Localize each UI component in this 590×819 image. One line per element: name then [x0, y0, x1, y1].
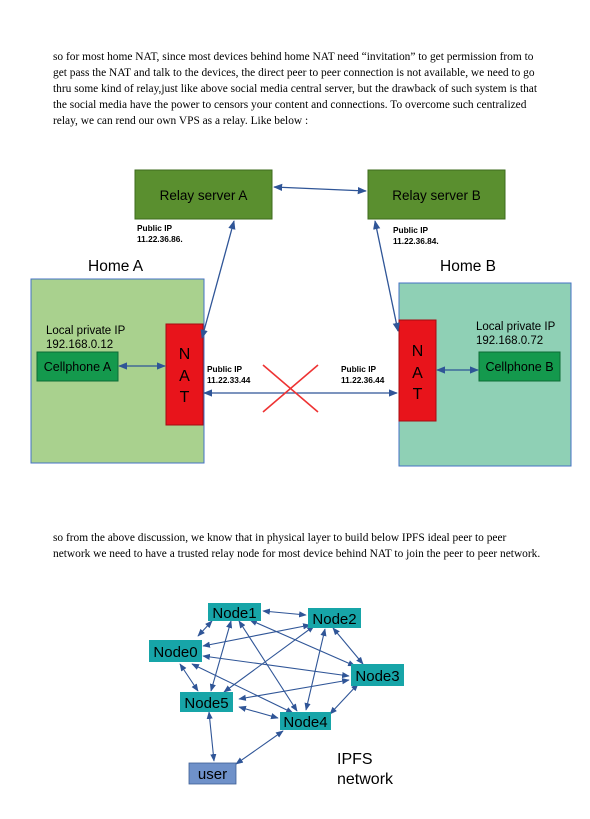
relay-a-ip: 11.22.36.86. [137, 234, 183, 244]
cellphone-b-label: Cellphone B [485, 360, 553, 374]
nat-relay-diagram: Home A Home B Relay server A Relay serve… [30, 169, 572, 467]
node4: Node4 [280, 712, 331, 731]
relay-a-relay-b-arrow [273, 183, 367, 195]
node2: Node2 [308, 608, 361, 628]
nat-a-box [165, 323, 204, 426]
local-b-ip: 192.168.0.72 [476, 335, 543, 347]
edge-node2-node3 [332, 627, 364, 665]
nat-b-letter-t: T [413, 386, 423, 403]
node5-label: Node5 [184, 695, 228, 712]
edge-node5-user [206, 711, 217, 762]
nat-a-letter-a: A [179, 368, 190, 385]
local-a-ip: 192.168.0.12 [46, 339, 113, 351]
home-b-label: Home B [440, 258, 496, 275]
nat-a-ip: 11.22.33.44 [207, 375, 251, 385]
nat-a-ip-label: Public IP [207, 364, 243, 374]
home-a-label: Home A [88, 258, 144, 275]
relay-server-b [367, 169, 506, 220]
relay-server-a [134, 169, 273, 220]
intro-paragraph: so for most home NAT, since most devices… [53, 51, 538, 127]
cellphone-b-box [478, 351, 561, 382]
cellphone-a-box [36, 351, 119, 382]
blocked-cross-icon [262, 364, 319, 413]
nat-b-letter-n: N [412, 343, 424, 360]
node0-label: Node0 [153, 644, 197, 661]
node0: Node0 [149, 640, 202, 662]
edge-node2-node5 [223, 625, 315, 693]
edge-node1-node2 [262, 608, 307, 618]
nat-a-letter-n: N [179, 346, 191, 363]
node1-label: Node1 [212, 605, 256, 622]
node3-label: Node3 [355, 668, 399, 685]
ipfs-caption-line2: network [337, 771, 394, 788]
edge-node0-node2 [202, 623, 311, 648]
ipfs-network-diagram: Node1 Node2 Node0 Node3 Node5 Node4 user… [149, 603, 404, 788]
nat-b-ip: 11.22.36.44 [341, 375, 385, 385]
nat-a-letter-t: T [180, 389, 190, 406]
relay-b-ip-label: Public IP [393, 225, 429, 235]
node1: Node1 [208, 603, 261, 622]
relay-a-nat-a-arrow [200, 220, 236, 339]
local-b-ip-label: Local private IP [476, 321, 556, 333]
relay-b-ip: 11.22.36.84. [393, 236, 439, 246]
edge-node0-node1 [197, 620, 213, 637]
edge-node0-node3 [202, 653, 350, 679]
user-node: user [188, 762, 237, 785]
node5: Node5 [180, 692, 233, 712]
nat-b-box [398, 319, 437, 422]
cellphone-a-label: Cellphone A [44, 360, 112, 374]
edge-node5-node4 [238, 705, 279, 720]
local-a-ip-label: Local private IP [46, 325, 126, 337]
edge-user-node4 [235, 730, 284, 765]
relay-server-b-label: Relay server B [392, 188, 481, 203]
nat-b-letter-a: A [412, 365, 423, 382]
relay-server-a-label: Relay server A [160, 188, 248, 203]
edge-node3-node4 [329, 683, 359, 715]
edge-node3-node5 [238, 678, 350, 701]
node3: Node3 [351, 664, 404, 686]
node2-label: Node2 [312, 611, 356, 628]
discussion-paragraph: so from the above discussion, we know th… [53, 532, 541, 560]
nat-b-ip-label: Public IP [341, 364, 377, 374]
edge-node0-node5 [179, 663, 199, 692]
relay-b-nat-b-arrow [373, 220, 400, 332]
node4-label: Node4 [283, 714, 327, 731]
relay-a-ip-label: Public IP [137, 223, 173, 233]
ipfs-caption-line1: IPFS [337, 751, 373, 768]
user-label: user [198, 766, 227, 783]
edge-node1-node5 [209, 620, 233, 692]
edge-node2-node4 [304, 628, 327, 711]
